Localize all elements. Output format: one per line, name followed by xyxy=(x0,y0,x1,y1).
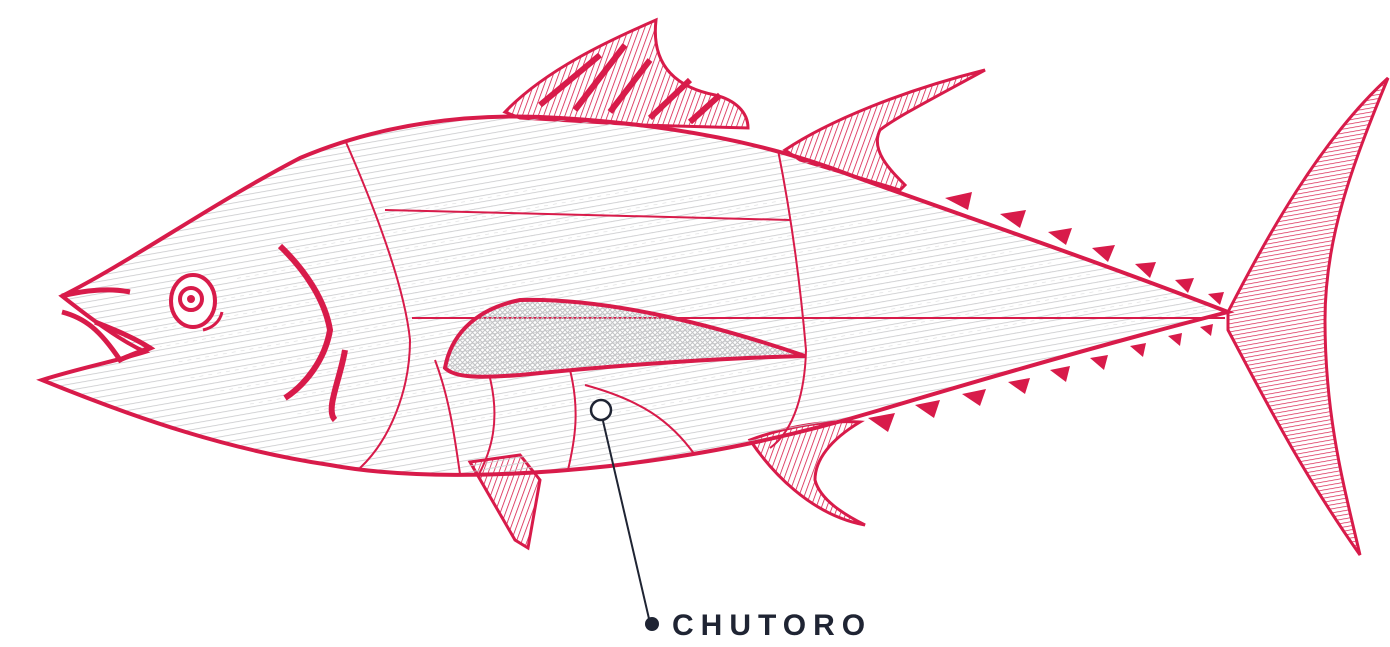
first-dorsal-fin xyxy=(505,20,748,128)
fish-illustration xyxy=(42,20,1388,555)
tail-fin xyxy=(1228,78,1388,555)
callout-label[interactable]: CHUTORO xyxy=(672,609,872,642)
callout-target-marker[interactable] xyxy=(591,400,611,420)
callout-anchor-dot xyxy=(645,617,659,631)
